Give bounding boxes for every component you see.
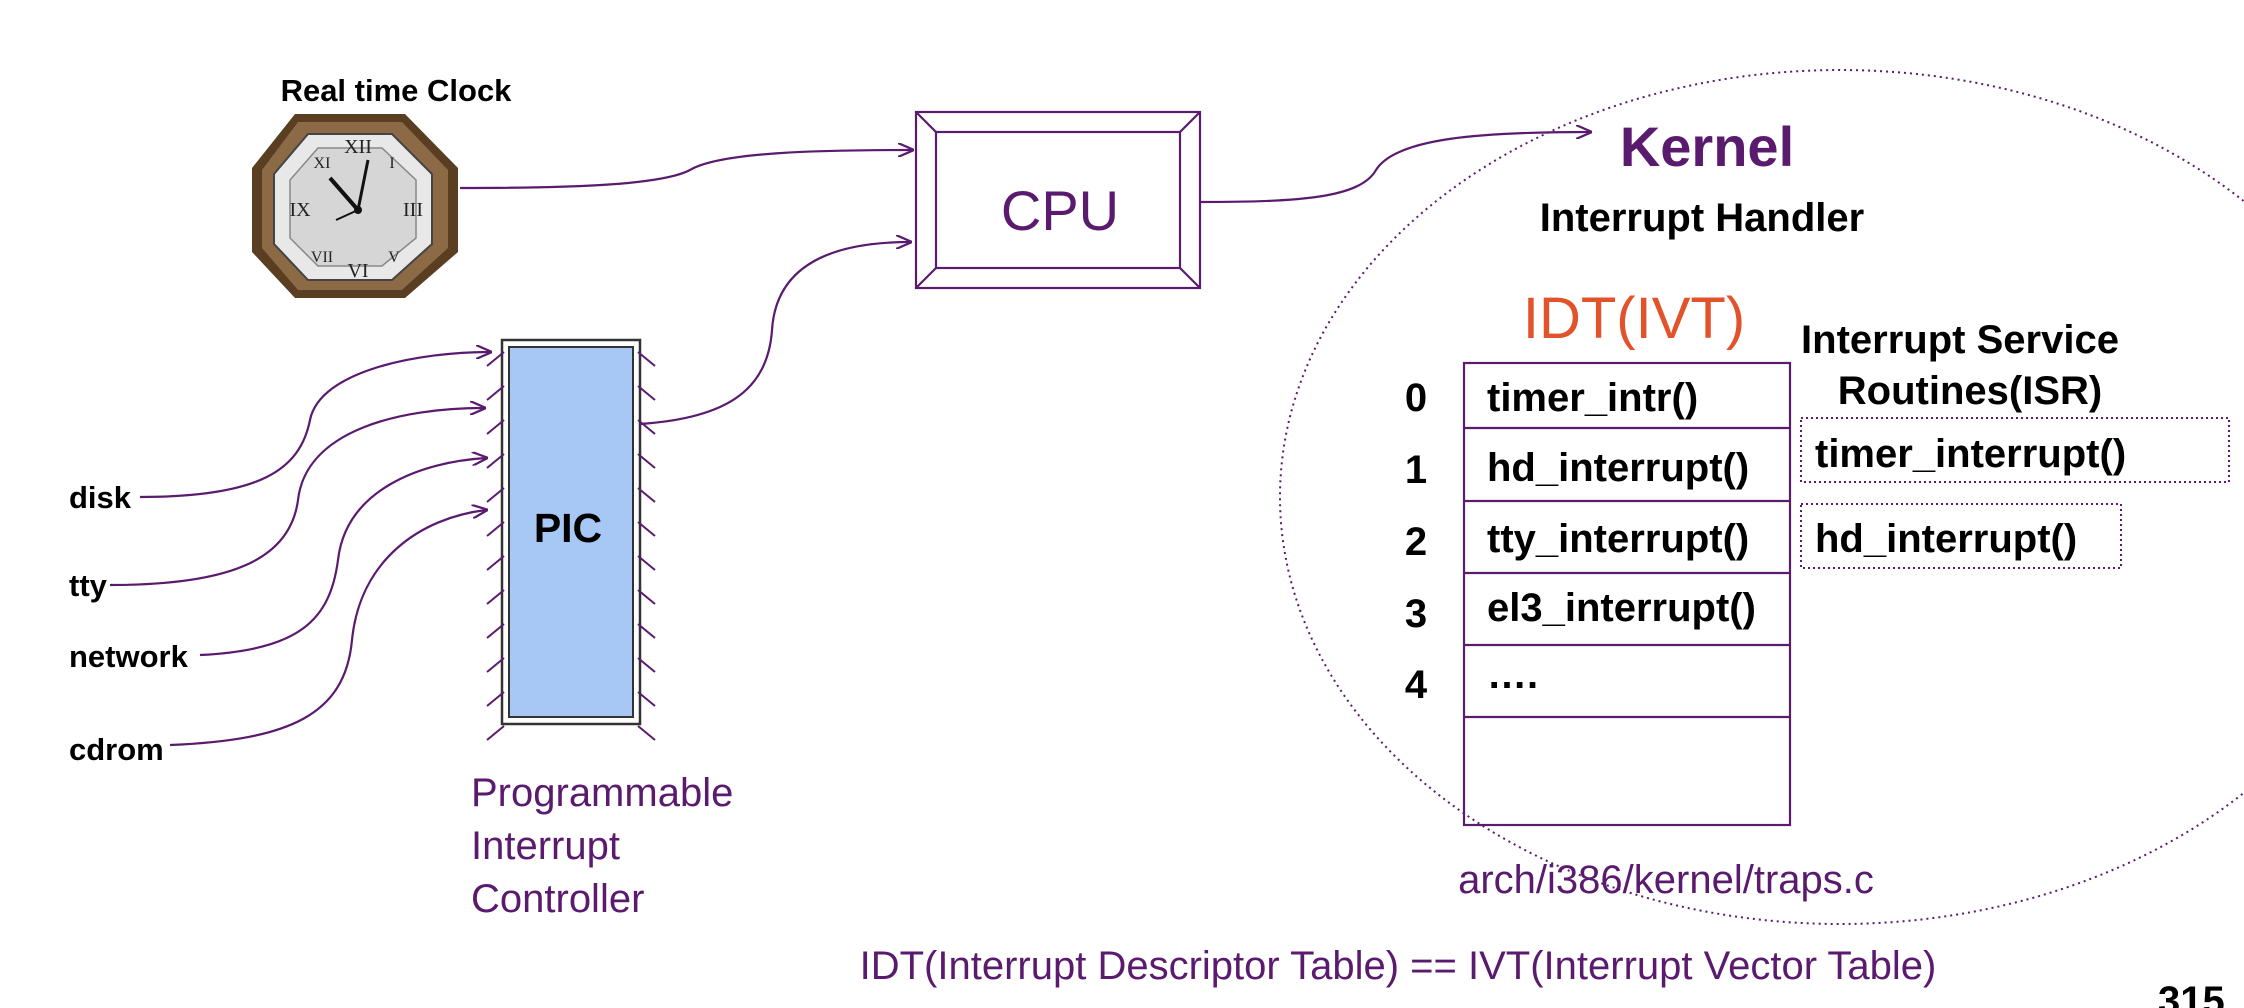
isr-title-line-1: Interrupt Service: [1801, 318, 2119, 362]
pic-label: PIC: [534, 505, 602, 551]
idt-entry-3: el3_interrupt(): [1487, 586, 1756, 630]
svg-text:VII: VII: [311, 249, 333, 266]
disk-to-pic-wire: [139, 352, 490, 499]
pic-pin-left: [486, 487, 505, 503]
idt-table: [1462, 361, 1792, 827]
pic-pin-left: [486, 351, 505, 367]
pic-caption-line-1: Programmable: [471, 771, 733, 815]
pic-pin-right: [637, 487, 656, 503]
pic-pin-right: [637, 351, 656, 367]
pic-pin-left: [486, 385, 505, 401]
cpu-label: CPU: [1001, 179, 1119, 242]
cdrom-to-pic-wire: [169, 510, 486, 747]
svg-text:XII: XII: [344, 136, 372, 158]
cpu-to-kernel-wire: [1199, 132, 1590, 204]
device-label-tty: tty: [69, 568, 108, 603]
interrupt-handler-label: Interrupt Handler: [1540, 196, 1864, 240]
tty-to-pic-wire: [109, 408, 484, 587]
cpu-box: [914, 110, 1202, 290]
pic-pin-left: [486, 555, 505, 571]
pic-pin-left: [486, 453, 505, 469]
footnote: IDT(Interrupt Descriptor Table) == IVT(I…: [860, 944, 1937, 988]
isr-item-timer-box: [1800, 417, 2230, 483]
idt-index-1: 1: [1405, 448, 1427, 492]
pic-chip: [486, 338, 656, 741]
page-number: 315: [2158, 979, 2225, 1008]
pic-pin-right: [637, 521, 656, 537]
pic-pin-right: [637, 385, 656, 401]
pic-pin-left: [486, 623, 505, 639]
pic-pin-right: [637, 453, 656, 469]
source-file-label: arch/i386/kernel/traps.c: [1458, 858, 1874, 902]
pic-pin-right: [637, 555, 656, 571]
svg-text:I: I: [389, 155, 394, 172]
clock-label: Real time Clock: [281, 73, 513, 108]
svg-text:VI: VI: [347, 260, 368, 282]
idt-index-0: 0: [1405, 376, 1427, 420]
pic-pin-left: [486, 691, 505, 707]
clock-icon: XII III VI IX I XI VII V: [252, 114, 458, 298]
svg-text:XI: XI: [314, 155, 331, 172]
idt-title: IDT(IVT): [1523, 286, 1745, 351]
device-label-network: network: [69, 639, 189, 674]
pic-pin-right: [637, 657, 656, 673]
isr-item-hd: hd_interrupt(): [1815, 517, 2077, 561]
idt-entry-0: timer_intr(): [1487, 376, 1698, 420]
svg-text:V: V: [388, 249, 400, 266]
isr-item-hd-box: [1800, 503, 2122, 569]
network-to-pic-wire: [199, 458, 486, 657]
pic-caption-line-2: Interrupt: [471, 824, 620, 868]
kernel-boundary: [1279, 69, 2244, 925]
pic-to-cpu-wire: [639, 242, 910, 426]
idt-entry-4: ….: [1487, 653, 1538, 697]
idt-index-4: 4: [1405, 663, 1428, 707]
pic-pin-left: [486, 419, 505, 435]
kernel-title: Kernel: [1620, 115, 1794, 178]
isr-title-line-2: Routines(ISR): [1838, 369, 2102, 413]
device-label-cdrom: cdrom: [69, 732, 164, 767]
pic-pin-right: [637, 725, 656, 741]
pic-pin-right: [637, 623, 656, 639]
idt-index-3: 3: [1405, 592, 1427, 636]
pic-pin-right: [637, 691, 656, 707]
svg-text:IX: IX: [289, 199, 311, 221]
idt-entry-2: tty_interrupt(): [1487, 517, 1749, 561]
svg-text:III: III: [403, 199, 423, 221]
pic-pin-left: [486, 521, 505, 537]
pic-pin-left: [486, 589, 505, 605]
idt-index-2: 2: [1405, 520, 1427, 564]
pic-pin-left: [486, 725, 505, 741]
idt-entry-1: hd_interrupt(): [1487, 446, 1749, 490]
pic-pin-right: [637, 419, 656, 435]
pic-pin-left: [486, 657, 505, 673]
pic-pin-right: [637, 589, 656, 605]
pic-caption-line-3: Controller: [471, 877, 644, 921]
device-label-disk: disk: [69, 480, 132, 515]
isr-item-timer: timer_interrupt(): [1815, 432, 2126, 476]
clock-to-cpu-wire: [459, 150, 912, 190]
